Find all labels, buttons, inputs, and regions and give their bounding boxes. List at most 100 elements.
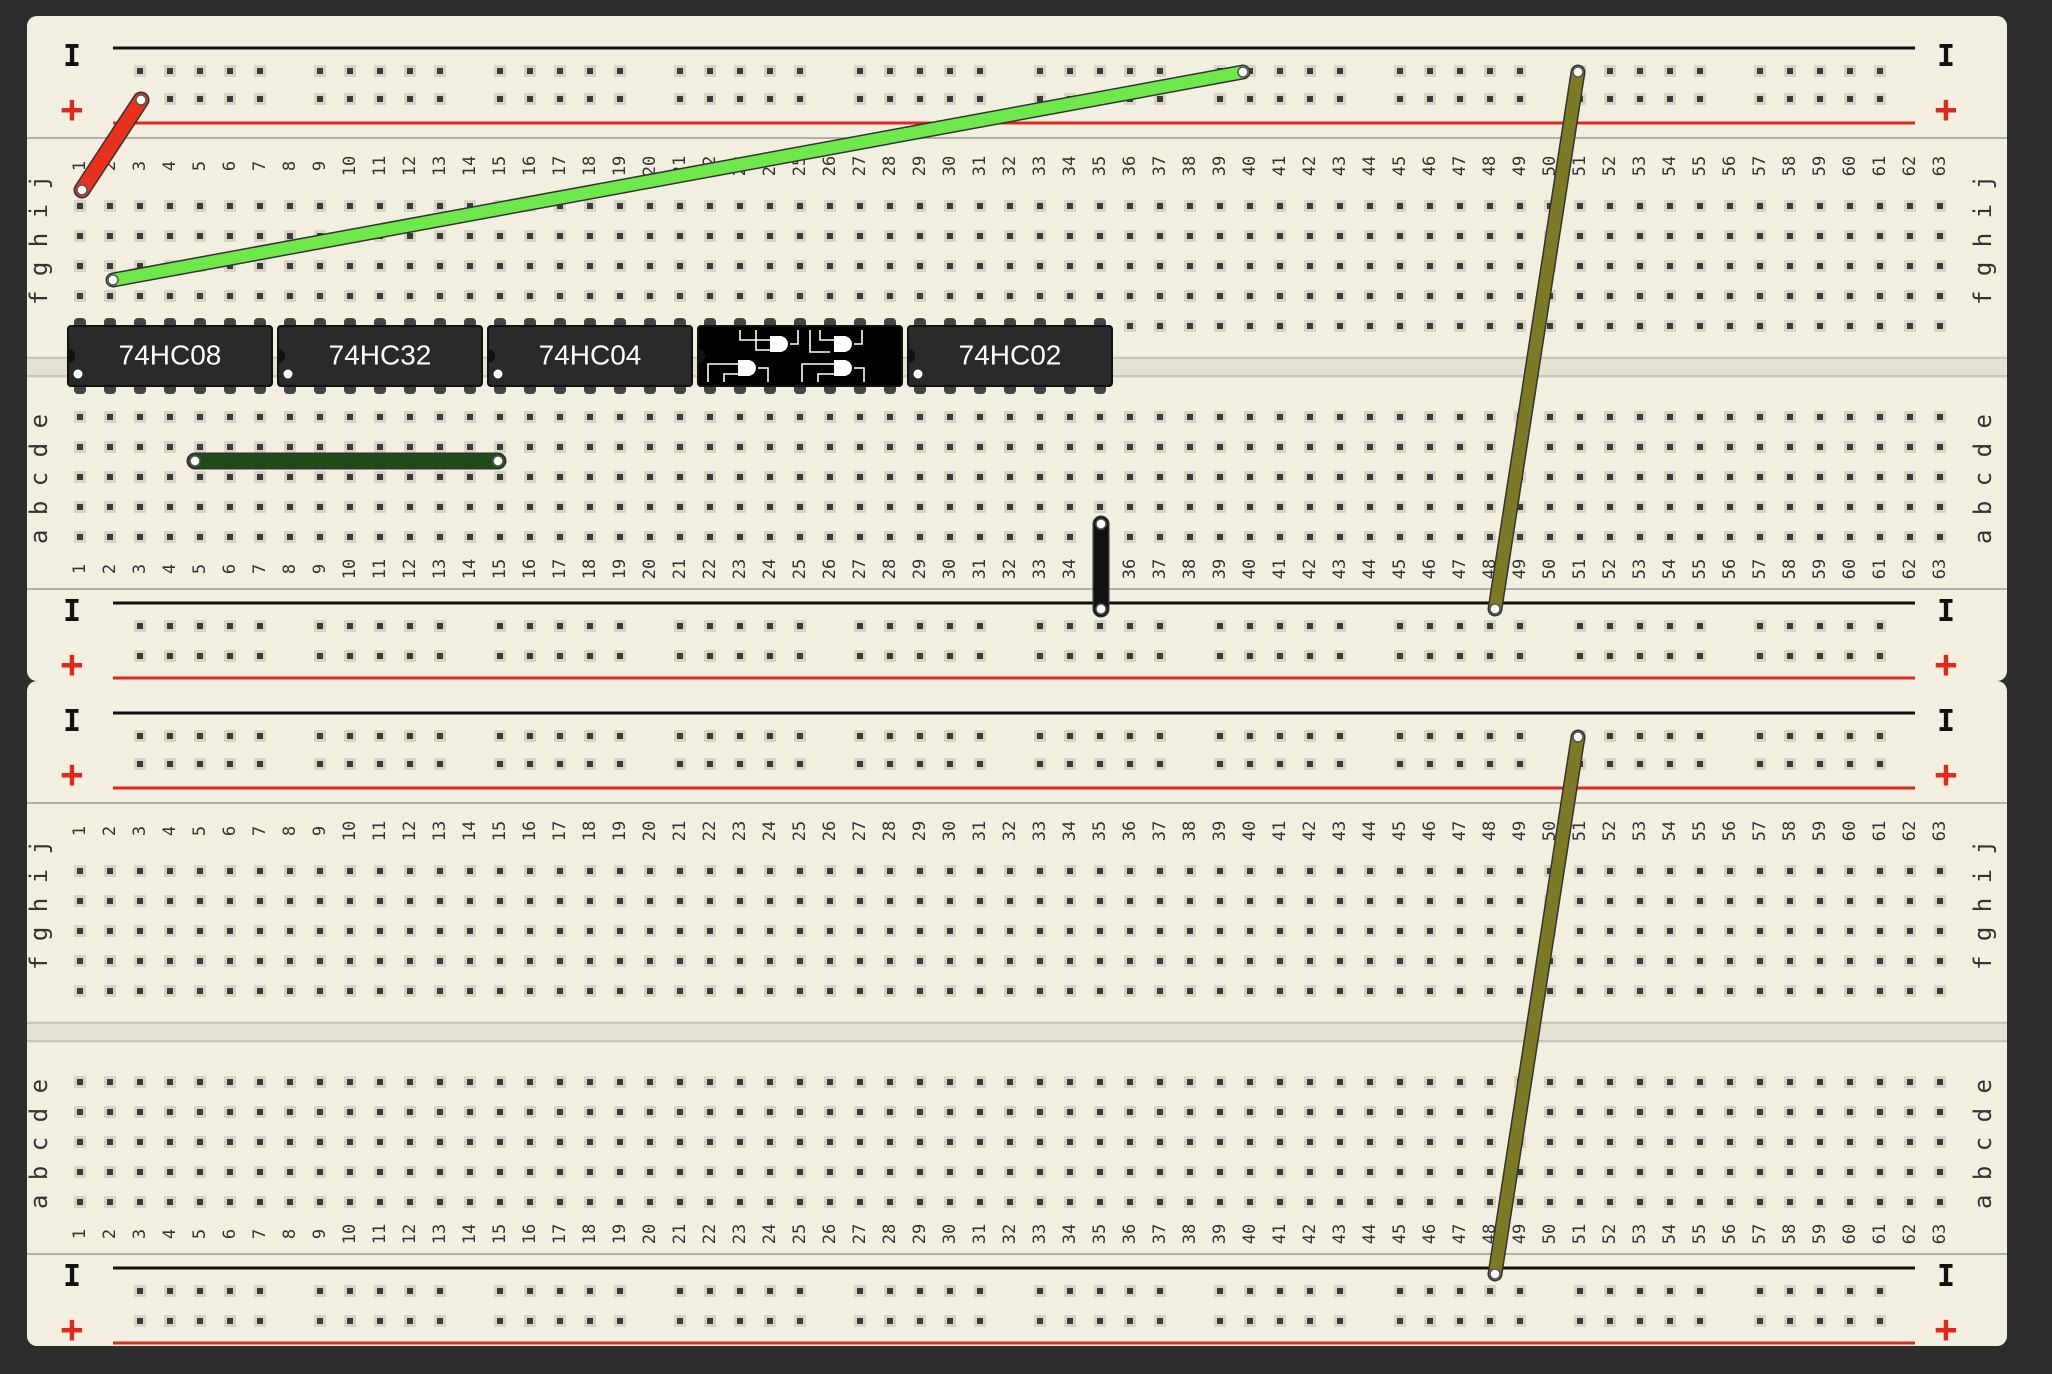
column-number: 45 bbox=[1390, 821, 1410, 841]
gate-wire bbox=[707, 363, 738, 382]
column-number: 50 bbox=[1540, 559, 1560, 579]
column-number: 51 bbox=[1570, 821, 1590, 841]
column-number: 38 bbox=[1180, 1224, 1200, 1244]
column-number: 31 bbox=[970, 821, 990, 841]
column-number: 8 bbox=[280, 826, 300, 836]
column-number: 61 bbox=[1870, 821, 1890, 841]
wire-olive-bottom[interactable] bbox=[1487, 729, 1586, 1282]
wire-endpoint[interactable] bbox=[1572, 66, 1584, 78]
rail-minus-symbol: I bbox=[63, 594, 81, 629]
column-number: 4 bbox=[160, 826, 180, 836]
column-number: 37 bbox=[1150, 559, 1170, 579]
column-number: 19 bbox=[610, 1224, 630, 1244]
column-number: 5 bbox=[190, 564, 210, 574]
wire-endpoint[interactable] bbox=[189, 455, 201, 467]
column-number: 39 bbox=[1210, 821, 1230, 841]
pin1-dot bbox=[73, 369, 83, 379]
column-number: 38 bbox=[1180, 559, 1200, 579]
column-number: 63 bbox=[1930, 821, 1950, 841]
wire-endpoint[interactable] bbox=[76, 184, 88, 196]
wire-endpoint[interactable] bbox=[1237, 66, 1249, 78]
chip-74hc32[interactable]: 74HC32 bbox=[277, 318, 483, 394]
gate-wire bbox=[739, 330, 770, 341]
column-number: 13 bbox=[430, 821, 450, 841]
rail-minus-symbol: I bbox=[1937, 594, 1955, 629]
column-number: 44 bbox=[1360, 559, 1380, 579]
column-number: 13 bbox=[430, 156, 450, 176]
column-number: 56 bbox=[1720, 156, 1740, 176]
chip-74hc04[interactable]: 74HC04 bbox=[487, 318, 693, 394]
column-number: 46 bbox=[1420, 559, 1440, 579]
column-number: 33 bbox=[1030, 821, 1050, 841]
column-number: 25 bbox=[790, 559, 810, 579]
column-number: 9 bbox=[310, 1229, 330, 1239]
chip-label: 74HC08 bbox=[119, 339, 222, 370]
column-number: 27 bbox=[850, 1224, 870, 1244]
wire-body bbox=[75, 93, 148, 197]
gate-symbol bbox=[834, 360, 852, 376]
column-number: 12 bbox=[400, 1224, 420, 1244]
column-number: 26 bbox=[820, 156, 840, 176]
chip-label: 74HC32 bbox=[329, 339, 432, 370]
column-number: 44 bbox=[1360, 1224, 1380, 1244]
wire-endpoint[interactable] bbox=[107, 274, 119, 286]
column-number: 57 bbox=[1750, 1224, 1770, 1244]
column-number: 39 bbox=[1210, 1224, 1230, 1244]
wire-dark-green[interactable] bbox=[186, 452, 507, 470]
chip-label: 74HC02 bbox=[959, 339, 1062, 370]
column-number: 56 bbox=[1720, 821, 1740, 841]
column-number: 55 bbox=[1690, 1224, 1710, 1244]
wire-red[interactable] bbox=[73, 91, 150, 199]
column-number: 53 bbox=[1630, 559, 1650, 579]
column-number: 23 bbox=[730, 821, 750, 841]
wire-endpoint[interactable] bbox=[1572, 731, 1584, 743]
wire-endpoint[interactable] bbox=[1095, 603, 1107, 615]
column-number: 33 bbox=[1030, 559, 1050, 579]
column-number: 13 bbox=[430, 559, 450, 579]
column-number: 52 bbox=[1600, 156, 1620, 176]
chip-74hc08[interactable]: 74HC08 bbox=[67, 318, 273, 394]
rail-plus-symbol: + bbox=[61, 752, 84, 796]
column-number: 37 bbox=[1150, 156, 1170, 176]
column-number: 34 bbox=[1060, 1224, 1080, 1244]
wire-olive-top[interactable] bbox=[1487, 64, 1586, 617]
column-number: 63 bbox=[1930, 559, 1950, 579]
column-number: 36 bbox=[1120, 156, 1140, 176]
chip-74hc02[interactable]: 74HC02 bbox=[907, 318, 1113, 394]
column-number: 32 bbox=[1000, 1224, 1020, 1244]
column-number: 35 bbox=[1090, 1224, 1110, 1244]
rail-minus-symbol: I bbox=[63, 1259, 81, 1294]
rail-plus-symbol: + bbox=[1935, 1307, 1958, 1351]
column-number: 57 bbox=[1750, 559, 1770, 579]
column-number: 51 bbox=[1570, 1224, 1590, 1244]
column-number: 58 bbox=[1780, 156, 1800, 176]
wire-endpoint[interactable] bbox=[492, 455, 504, 467]
column-number: 22 bbox=[700, 821, 720, 841]
column-number: 62 bbox=[1900, 156, 1920, 176]
column-number: 44 bbox=[1360, 156, 1380, 176]
column-number: 2 bbox=[100, 826, 120, 836]
column-number: 15 bbox=[490, 559, 510, 579]
rail-minus-symbol: I bbox=[1937, 1259, 1955, 1294]
wire-endpoint[interactable] bbox=[1489, 603, 1501, 615]
wire-black[interactable] bbox=[1092, 515, 1110, 618]
wire-endpoint[interactable] bbox=[1489, 1268, 1501, 1280]
column-number: 63 bbox=[1930, 156, 1950, 176]
column-number: 9 bbox=[310, 161, 330, 171]
column-number: 38 bbox=[1180, 156, 1200, 176]
gate-symbol bbox=[738, 360, 756, 376]
column-number: 50 bbox=[1540, 821, 1560, 841]
column-number: 18 bbox=[580, 156, 600, 176]
chip-notch bbox=[278, 349, 285, 363]
column-number: 9 bbox=[310, 826, 330, 836]
wire-light-green[interactable] bbox=[105, 64, 1251, 288]
wire-endpoint[interactable] bbox=[1095, 518, 1107, 530]
column-number: 55 bbox=[1690, 559, 1710, 579]
wire-endpoint[interactable] bbox=[135, 94, 147, 106]
row-letters: a b c d e bbox=[25, 1079, 53, 1209]
chip-logic-gates[interactable] bbox=[697, 318, 903, 394]
column-number: 6 bbox=[220, 564, 240, 574]
column-number: 50 bbox=[1540, 1224, 1560, 1244]
